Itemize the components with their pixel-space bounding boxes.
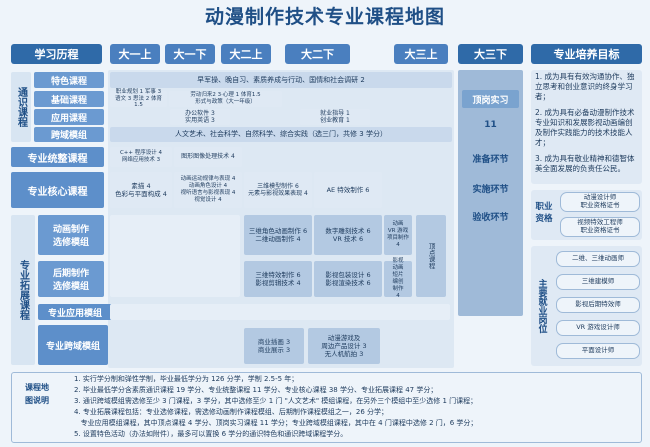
goal-item-3: 3. 成为具有敬业精神和德智体美全面发展的负责任公民。 — [535, 154, 635, 174]
basic-y1b-cell: 劳动归来2 3·心理 1 体育1.5 形式与政策（大一年级） — [169, 91, 282, 107]
job-graphic-designer: 平面设计师 — [556, 343, 640, 359]
note-line-5: 专业应用模组课程，其中顶点课程 4 学分、顶岗实习课程 11 学分；专业跨域模组… — [74, 419, 478, 427]
header-history: 学习历程 — [11, 44, 102, 64]
header-term-1: 大一上 — [110, 44, 160, 64]
post-y3a-cell: 影视 动画 短片 编创 制作 4 — [384, 258, 412, 299]
post-y2a-cell: 三维特效制作 6 影视剪辑技术 4 — [244, 261, 312, 297]
anim-y2a-cell: 三维角色动画制作 6 二维动画制作 4 — [244, 215, 312, 255]
pro-basic-label: 专业统整课程 — [11, 147, 104, 167]
anim-y3a-cell: 动画 VR 游戏 项目制作 4 — [384, 215, 412, 255]
pro-basic-y1b-cell: 图形图像处理技术 4 — [174, 147, 242, 167]
cert-vfx-engineer: 视频特效工程师 职业资格证书 — [560, 217, 640, 237]
special-courses-cell: 早军操、晚自习、素质养成与行动、国情和社会调研 2 — [110, 72, 452, 88]
ext-label: 专业拓展课程 — [11, 215, 35, 365]
core-y2b-cell: AE 特效制作 6 — [314, 172, 382, 208]
note-line-4: 4. 专业拓展课程包括：专业选修课程，需选修动画制作课程模组、后期制作课程模组之… — [74, 408, 389, 416]
internship-step-prepare: 准备环节 — [472, 155, 509, 165]
row-label-basic: 基础课程 — [34, 91, 104, 107]
header-term-5: 大三上 — [394, 44, 448, 64]
pro-core-label: 专业核心课程 — [11, 172, 104, 208]
app-module-area — [110, 304, 450, 320]
anim-y2b-cell: 数字雕刻技术 6 VR 技术 6 — [314, 215, 382, 255]
basic-y1a-cell: 职业规划 1 军事 3 语文 3 思法 2 体育 1.5 — [110, 89, 167, 108]
header-term-3: 大二上 — [221, 44, 271, 64]
notes-label: 课程地图说明 — [25, 383, 49, 405]
internship-credits: 11 — [484, 120, 497, 130]
note-line-6: 5. 设置特色活动（办法如附件），最多可以置换 6 学分的通识特色和通识跨域课程… — [74, 430, 348, 438]
cross-y2a-cell: 商业插画 3 商业展示 3 — [244, 328, 304, 364]
page-title: 动漫制作技术专业课程地图 — [204, 6, 445, 28]
core-y1b-cell: 动画运动规律与表现 4 动画角色设计 4 视听语言与影视表现 4 视觉设计 4 — [174, 172, 242, 208]
job-vr-game-designer: VR 游戏设计师 — [556, 320, 640, 336]
header-goal: 专业培养目标 — [531, 44, 642, 64]
row-label-cross: 跨域模组 — [34, 127, 104, 142]
applied-y2b-cell: 就业指导 1 创业教育 1 — [300, 109, 370, 125]
goal-item-1: 1. 成为具有有效沟通协作、独立思考和创业意识的终身学习者； — [535, 72, 635, 102]
internship-step-accept: 验收环节 — [472, 213, 509, 223]
anim-module-label: 动画制作 选修模组 — [38, 215, 104, 255]
row-label-special: 特色课程 — [34, 72, 104, 88]
cross-module-label: 专业跨域模组 — [38, 325, 108, 365]
internship-step-implement: 实施环节 — [472, 185, 509, 195]
cross-domain-cell: 人文艺术、社会科学、自然科学、综合实践（选三门，共修 3 学分） — [110, 127, 452, 142]
job-3d-modeler: 三维建模师 — [556, 274, 640, 290]
core-y1a-cell: 素描 4 色彩与平面构成 4 — [110, 172, 172, 208]
post-module-label: 后期制作 选修模组 — [38, 261, 104, 297]
header-term-6: 大三下 — [458, 44, 523, 64]
goals-box — [531, 70, 642, 184]
app-module-label: 专业应用模组 — [38, 304, 112, 320]
cert-label: 职业资格 — [535, 202, 553, 224]
notes-box — [11, 372, 642, 443]
note-line-3: 3. 通识跨域模组需选修至少 3 门课程，3 学分，其中选修至少 1 门 "人文… — [74, 397, 478, 405]
general-label: 通识课程 — [11, 72, 31, 142]
header-term-4: 大二下 — [285, 44, 350, 64]
row-label-applied: 应用课程 — [34, 109, 104, 125]
job-vfx-artist: 影视后期特效师 — [556, 297, 640, 313]
top-course-cell: 顶点课程 — [416, 215, 446, 297]
note-line-2: 2. 毕业最低学分含素质通识课程 19 学分、专业统整课程 11 学分、专业核心… — [74, 386, 438, 394]
applied-y1b-cell: 办公软件 3 实用英语 3 — [170, 109, 230, 125]
internship-title: 顶岗实习 — [462, 90, 519, 108]
pro-basic-y1a-cell: C++ 程序设计 4 网络应用技术 3 — [110, 147, 172, 167]
note-line-1: 1. 实行学分制和弹性学制，毕业最低学分为 126 分学，学制 2.5-5 年； — [74, 375, 299, 383]
jobs-label: 主要就业岗位 — [536, 279, 547, 333]
internship-column — [458, 70, 523, 316]
job-animator: 二维、三维动画师 — [556, 251, 640, 267]
core-y2a-cell: 三维模型制作 6 元素与影视效果表现 4 — [244, 172, 312, 208]
cross-y2b-cell: 动漫游戏及 周边产品设计 3 无人机航拍 3 — [308, 328, 380, 364]
header-term-2: 大一下 — [165, 44, 215, 64]
cert-animation-designer: 动漫设计师 职业资格证书 — [560, 192, 640, 212]
goal-item-2: 2. 成为具有必备动漫制作技术专业知识和发展影视动画编创及制作实践能力的技术技能… — [535, 108, 635, 148]
ext-empty-area — [110, 215, 240, 297]
post-y2b-cell: 影视包装设计 6 影视渲染技术 6 — [314, 261, 382, 297]
